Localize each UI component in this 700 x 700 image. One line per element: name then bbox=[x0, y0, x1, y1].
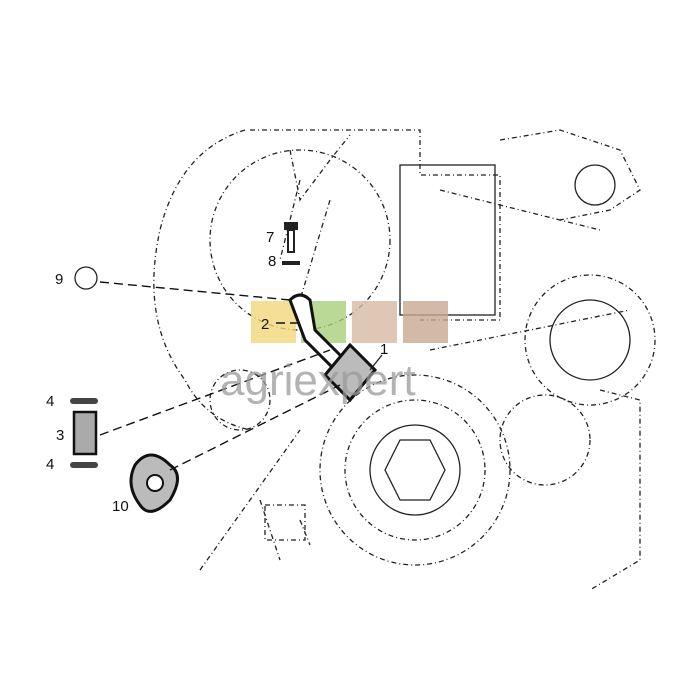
part-3-sleeve bbox=[72, 410, 98, 456]
callout-4-top: 4 bbox=[46, 393, 54, 410]
callout-1: 1 bbox=[380, 341, 388, 358]
part-4-seal-top bbox=[70, 398, 98, 404]
part-4-seal-bottom bbox=[70, 462, 98, 468]
part-9-seal-ring bbox=[74, 266, 98, 290]
leader-lines bbox=[99, 281, 383, 471]
watermark-text: agriexpert bbox=[220, 356, 416, 405]
part-8-washer bbox=[282, 261, 300, 265]
part-7-bolt-shank bbox=[287, 229, 295, 253]
watermark-tiles bbox=[251, 301, 448, 343]
engine-outline bbox=[153, 129, 656, 591]
callout-2: 2 bbox=[261, 316, 269, 333]
callout-7: 7 bbox=[266, 229, 274, 246]
part-7-bolt-head bbox=[284, 222, 298, 230]
callout-10: 10 bbox=[112, 498, 129, 515]
callout-8: 8 bbox=[268, 253, 276, 270]
parts bbox=[70, 222, 378, 513]
callout-3: 3 bbox=[56, 427, 64, 444]
callout-4-bottom: 4 bbox=[46, 456, 54, 473]
callout-9: 9 bbox=[55, 271, 63, 288]
